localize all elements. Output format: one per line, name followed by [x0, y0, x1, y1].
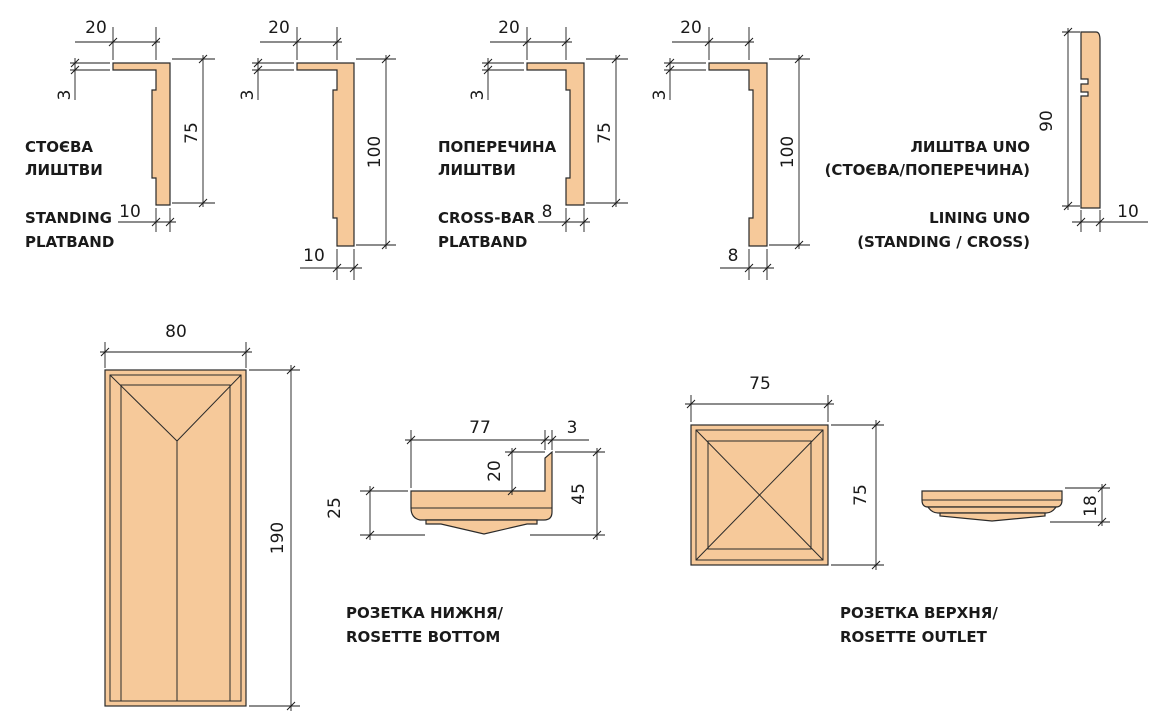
- label-standing-en-1: STANDING: [25, 209, 112, 227]
- dim-height: 100: [365, 136, 385, 168]
- profile-standing-100: 20 3 100 10: [238, 18, 396, 280]
- dim-thickness: 3: [55, 90, 75, 101]
- label-crossbar-ua-1: ПОПЕРЕЧИНА: [438, 138, 557, 156]
- label-rosette-bottom: РОЗЕТКА НИЖНЯ/ ROSETTE BOTTOM: [346, 604, 504, 646]
- label-rosette-bottom-2: ROSETTE BOTTOM: [346, 628, 500, 646]
- profile-lining-uno: 90 10: [1037, 27, 1148, 232]
- dim-height: 18: [1081, 495, 1101, 517]
- dim-width: 20: [498, 18, 520, 38]
- label-standing-ua-1: СТОЄВА: [25, 138, 93, 156]
- label-crossbar: ПОПЕРЕЧИНА ЛИШТВИ CROSS-BAR PLATBAND: [438, 138, 557, 251]
- dim-base: 10: [1117, 202, 1139, 222]
- dim-width: 20: [268, 18, 290, 38]
- profile-crossbar-75: 20 3 75 8: [468, 18, 628, 232]
- label-uno-en-2: (STANDING / CROSS): [857, 233, 1030, 251]
- dim-width: 20: [680, 18, 702, 38]
- dim-width: 80: [165, 322, 187, 342]
- rosette-bottom-side: 77 3 20 25 45: [325, 418, 605, 540]
- label-crossbar-ua-2: ЛИШТВИ: [438, 161, 516, 179]
- label-standing-en-2: PLATBAND: [25, 233, 114, 251]
- dim-height: 75: [595, 122, 615, 144]
- dim-base: 10: [119, 202, 141, 222]
- label-rosette-bottom-1: РОЗЕТКА НИЖНЯ/: [346, 604, 504, 622]
- rosette-bottom-front: 80 190: [100, 322, 300, 711]
- dim-height: 190: [268, 522, 288, 554]
- profile-crossbar-100: 20 3 100 8: [650, 18, 810, 280]
- dim-base: 8: [728, 246, 739, 266]
- rosette-outlet-side: 18: [921, 483, 1110, 527]
- label-uno-en-1: LINING UNO: [929, 209, 1030, 227]
- dim-width: 20: [85, 18, 107, 38]
- label-crossbar-en-2: PLATBAND: [438, 233, 527, 251]
- label-rosette-outlet-1: РОЗЕТКА ВЕРХНЯ/: [840, 604, 998, 622]
- rosette-outlet-front: 75 75: [685, 374, 884, 570]
- dim-thickness: 3: [468, 90, 488, 101]
- label-standing: СТОЄВА ЛИШТВИ STANDING PLATBAND: [25, 138, 114, 251]
- label-uno-ua-1: ЛИШТВА UNO: [910, 138, 1030, 156]
- dim-height: 75: [851, 484, 871, 506]
- label-rosette-outlet-2: ROSETTE OUTLET: [840, 628, 988, 646]
- dim-width: 75: [749, 374, 771, 394]
- dim-left: 25: [325, 497, 345, 519]
- label-uno-ua-2: (СТОЄВА/ПОПЕРЕЧИНА): [825, 161, 1030, 179]
- dim-width: 77: [469, 418, 491, 438]
- label-rosette-outlet: РОЗЕТКА ВЕРХНЯ/ ROSETTE OUTLET: [840, 604, 998, 646]
- label-lining-uno: ЛИШТВА UNO (СТОЄВА/ПОПЕРЕЧИНА) LINING UN…: [825, 138, 1030, 251]
- profile-standing-75: 20 3 75 10: [55, 18, 215, 232]
- dim-height: 75: [182, 122, 202, 144]
- dim-thickness: 3: [238, 90, 258, 101]
- dim-base: 10: [303, 246, 325, 266]
- dim-thickness: 3: [650, 90, 670, 101]
- dim-height: 90: [1037, 110, 1057, 132]
- dim-right: 45: [569, 483, 589, 505]
- dim-inner: 20: [485, 460, 505, 482]
- label-crossbar-en-1: CROSS-BAR: [438, 209, 536, 227]
- dim-lip: 3: [567, 418, 578, 438]
- label-standing-ua-2: ЛИШТВИ: [25, 161, 103, 179]
- dim-base: 8: [542, 202, 553, 222]
- dim-height: 100: [778, 136, 798, 168]
